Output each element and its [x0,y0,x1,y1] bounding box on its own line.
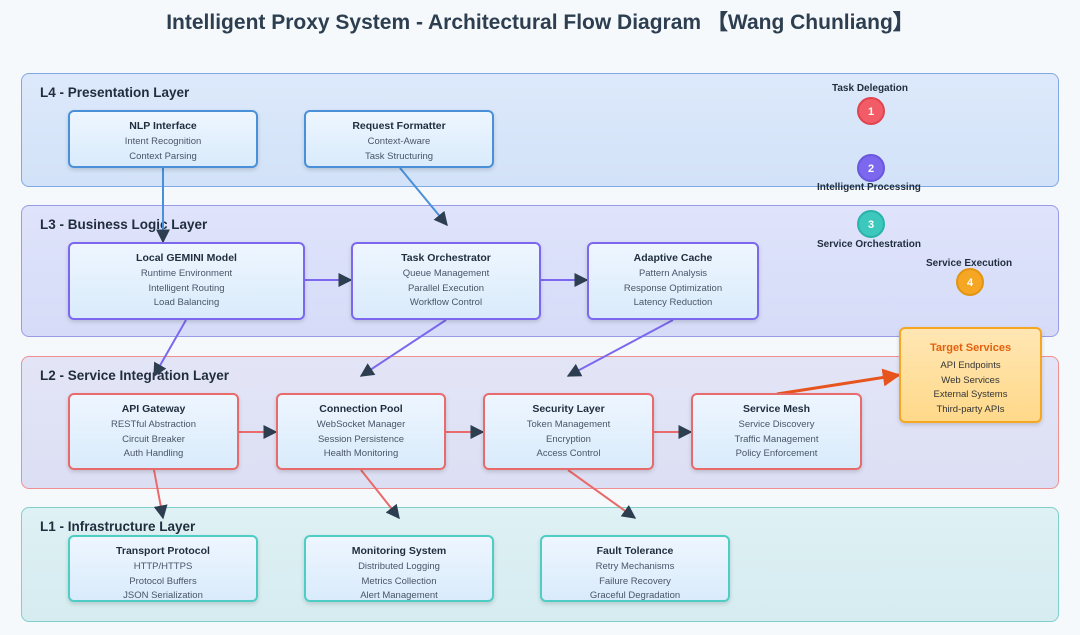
node-title: Fault Tolerance [596,545,674,557]
local-gemini-model-node: Local GEMINI Model Runtime Environment I… [68,242,305,320]
node-detail: Auth Handling [123,448,184,459]
node-detail: Workflow Control [409,297,483,308]
node-detail: Latency Reduction [633,297,713,308]
node-detail: Retry Mechanisms [595,561,675,572]
node-detail: API Endpoints [940,360,1001,371]
node-detail: Service Discovery [738,419,815,430]
node-title: API Gateway [121,403,186,415]
connection-pool-node: Connection Pool WebSocket Manager Sessio… [276,393,446,470]
node-detail: Pattern Analysis [638,268,708,279]
node-detail: Response Optimization [623,282,723,294]
diagram-title: Intelligent Proxy System - Architectural… [166,11,914,34]
step-label-task-delegation: Task Delegation [832,83,908,94]
nlp-interface-node: NLP Interface Intent Recognition Context… [68,110,258,168]
node-title: Task Orchestrator [401,252,491,264]
node-detail: Token Management [526,419,611,430]
layer-label-l3: L3 - Business Logic Layer [40,217,208,232]
node-detail: Metrics Collection [361,575,437,587]
transport-protocol-node: Transport Protocol HTTP/HTTPS Protocol B… [68,535,258,602]
node-detail: Context-Aware [367,136,431,147]
node-title: Connection Pool [319,403,403,415]
node-title: Request Formatter [352,120,446,132]
service-mesh-node: Service Mesh Service Discovery Traffic M… [691,393,862,470]
node-detail: Graceful Degradation [589,590,681,601]
request-formatter-node: Request Formatter Context-Aware Task Str… [304,110,494,168]
node-detail: HTTP/HTTPS [133,561,193,572]
target-services-node: Target Services API Endpoints Web Servic… [899,327,1042,423]
task-orchestrator-node: Task Orchestrator Queue Management Paral… [351,242,541,320]
node-detail: Access Control [536,448,601,459]
fault-tolerance-node: Fault Tolerance Retry Mechanisms Failure… [540,535,730,602]
node-title: Transport Protocol [116,545,210,557]
node-detail: Traffic Management [734,433,819,445]
node-title: Security Layer [532,403,605,415]
step-badge-3: 3 [857,210,885,238]
node-detail: Intent Recognition [124,136,202,147]
security-layer-node: Security Layer Token Management Encrypti… [483,393,654,470]
node-detail: Context Parsing [129,150,197,162]
node-detail: Protocol Buffers [129,575,197,587]
step-badge-4: 4 [956,268,984,296]
node-detail: Queue Management [402,268,490,279]
node-detail: Web Services [941,374,1000,386]
step-badge-1: 1 [857,97,885,125]
step-label-service-execution: Service Execution [926,258,1013,269]
node-detail: RESTful Abstraction [110,419,196,430]
step-label-intelligent-processing: Intelligent Processing [817,182,921,193]
node-detail: Task Structuring [364,150,434,162]
node-detail: Circuit Breaker [122,433,185,445]
node-title: Target Services [929,342,1012,354]
api-gateway-node: API Gateway RESTful Abstraction Circuit … [68,393,239,470]
node-detail: Encryption [546,433,591,445]
node-detail: Parallel Execution [407,282,485,294]
node-detail: JSON Serialization [123,590,203,601]
node-detail: WebSocket Manager [316,419,406,430]
node-detail: Runtime Environment [140,268,233,279]
layer-label-l1: L1 - Infrastructure Layer [40,519,196,534]
node-title: Monitoring System [351,545,447,557]
node-detail: Failure Recovery [599,575,671,587]
node-title: Local GEMINI Model [136,252,237,264]
adaptive-cache-node: Adaptive Cache Pattern Analysis Response… [587,242,759,320]
node-detail: Distributed Logging [358,561,440,572]
node-detail: Alert Management [360,590,438,601]
step-badge-2: 2 [857,154,885,182]
node-detail: Policy Enforcement [735,448,818,459]
step-label-service-orchestration: Service Orchestration [817,239,921,250]
node-detail: Intelligent Routing [148,282,225,294]
layer-label-l4: L4 - Presentation Layer [40,85,190,100]
node-title: NLP Interface [129,120,197,132]
node-detail: External Systems [933,389,1008,400]
layer-label-l2: L2 - Service Integration Layer [40,368,230,383]
node-detail: Third-party APIs [936,403,1005,415]
node-detail: Session Persistence [317,433,405,445]
monitoring-system-node: Monitoring System Distributed Logging Me… [304,535,494,602]
node-title: Service Mesh [742,403,811,415]
node-detail: Load Balancing [153,297,220,308]
node-title: Adaptive Cache [633,252,713,264]
node-detail: Health Monitoring [323,448,399,459]
